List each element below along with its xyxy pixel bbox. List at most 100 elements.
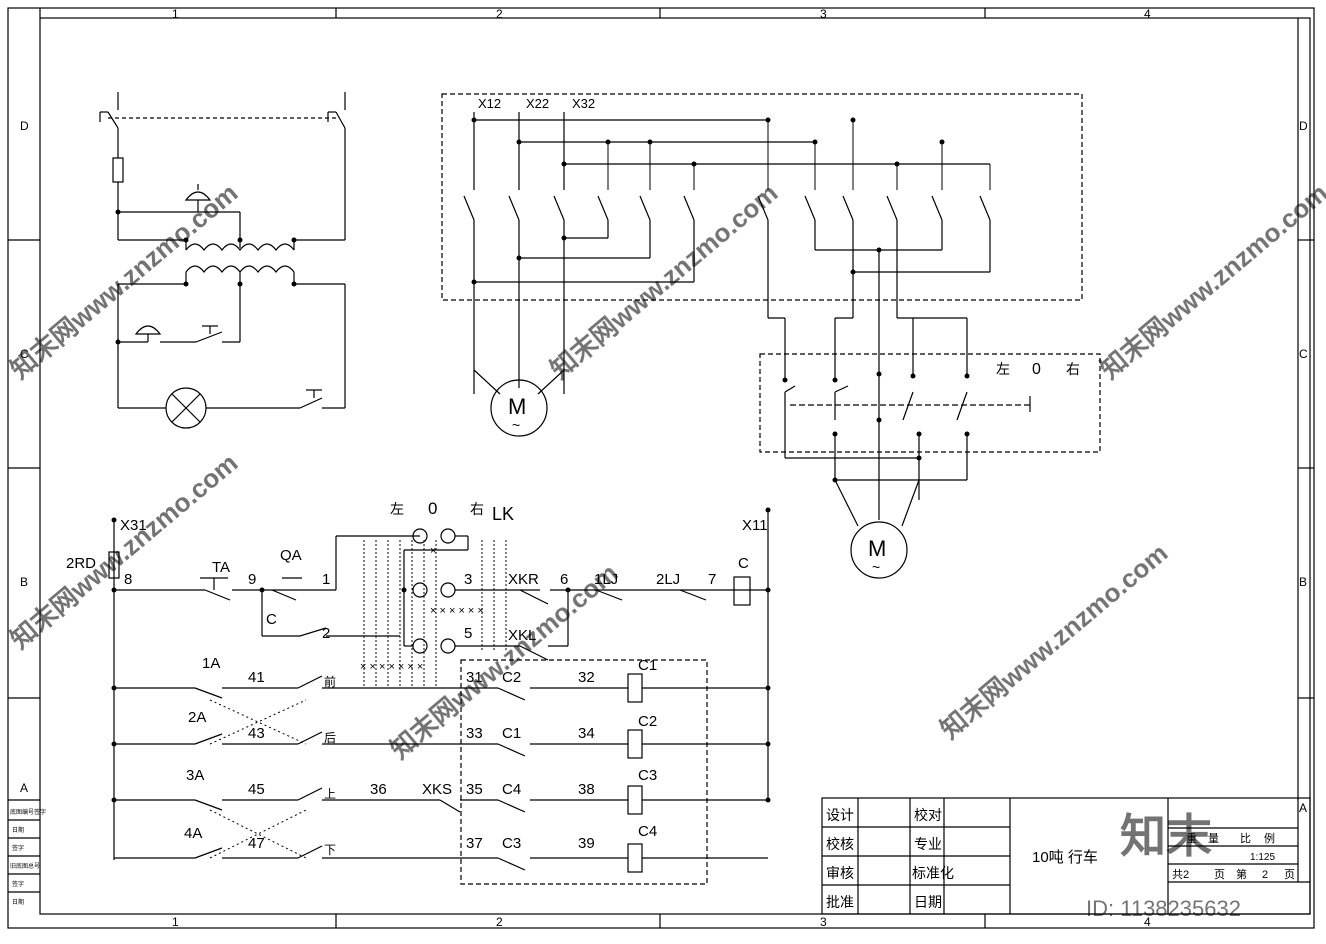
- comp-1a: 1A: [202, 655, 220, 672]
- tb-label-date: 日期: [914, 894, 942, 910]
- strip-label-5: 日期: [12, 898, 24, 906]
- tb-label-approve: 批准: [826, 894, 854, 910]
- node-47: 47: [248, 835, 265, 852]
- node-43: 43: [248, 725, 265, 742]
- node-3: 3: [464, 571, 472, 588]
- strip-label-3: 旧底图总号: [10, 862, 40, 870]
- switch-right-label: 右: [1066, 361, 1080, 377]
- contact-c2: C2: [502, 669, 521, 686]
- comp-xkl: XKL: [508, 627, 536, 644]
- node-37: 37: [466, 835, 483, 852]
- tb-label-proof: 校对: [914, 807, 942, 823]
- lighting-circuit: [99, 92, 346, 429]
- node-39: 39: [578, 835, 595, 852]
- comp-4a: 4A: [184, 825, 202, 842]
- comp-2lj: 2LJ: [656, 571, 680, 588]
- node-9: 9: [248, 571, 256, 588]
- node-5: 5: [464, 625, 472, 642]
- col-4-bottom: 4: [1144, 915, 1151, 929]
- tb-ratio-1: 比: [1240, 832, 1251, 845]
- left-strip-labels: 底图编号签字 日期 签字 旧底图总号 签字 日期: [10, 808, 46, 906]
- switch-zero-label: 0: [1032, 361, 1041, 378]
- comp-ta: TA: [212, 559, 230, 576]
- svg-text:×: ×: [430, 545, 436, 557]
- row-c-right: C: [1299, 347, 1308, 361]
- contact-c1: C1: [502, 725, 521, 742]
- watermark-id: ID: 1138235632: [1086, 896, 1241, 921]
- title-block-text: 设计 校核 审核 批准 校对 专业 标准化 日期 10吨 行车 重 量 比 例 …: [826, 807, 1295, 910]
- row-b-right: B: [1299, 575, 1307, 589]
- row-c-left: C: [20, 347, 29, 361]
- comp-qa: QA: [280, 547, 302, 564]
- title-block: [821, 797, 1311, 915]
- coil-c3: C3: [638, 767, 657, 784]
- row-a-left: A: [20, 781, 28, 795]
- comp-xkr: XKR: [508, 571, 539, 588]
- strip-label-0: 底图编号签字: [10, 808, 46, 816]
- tb-label-standard: 标准化: [912, 865, 954, 881]
- terminal-x32: X32: [572, 96, 595, 111]
- col-1-top: 1: [172, 7, 179, 21]
- tb-page-unit-2: 页: [1284, 869, 1295, 881]
- row-d-left: D: [20, 119, 29, 133]
- comp-1lj: 1LJ: [594, 571, 618, 588]
- coil-c2: C2: [638, 713, 657, 730]
- reversing-switch: [759, 317, 1101, 579]
- terminal-x22: X22: [526, 96, 549, 111]
- lk-name: LK: [492, 504, 514, 524]
- contact-c4: C4: [502, 781, 521, 798]
- fuse-2rd: 2RD: [66, 555, 96, 572]
- comp-2a: 2A: [188, 709, 206, 726]
- dir-down: 下: [324, 843, 336, 857]
- coil-c1: C1: [638, 657, 657, 674]
- tb-ratio-2: 例: [1264, 831, 1275, 845]
- strip-label-4: 签字: [12, 880, 24, 888]
- node-45: 45: [248, 781, 265, 798]
- comp-c-coil: C: [738, 555, 749, 572]
- drawing-title: 10吨 行车: [1032, 849, 1098, 866]
- watermark-text: 知末网www.znzmo.com: [935, 537, 1174, 744]
- node-32: 32: [578, 669, 595, 686]
- lk-left: 左: [390, 501, 404, 517]
- row-d-right: D: [1299, 119, 1308, 133]
- drawing-border: [7, 7, 1315, 929]
- terminal-x12: X12: [478, 96, 501, 111]
- control-labels: X31 X11 2RD 左 0 右 LK 8 9 1 2 3 5 6 7 41 …: [66, 499, 768, 857]
- tb-quantity: 量: [1208, 832, 1219, 845]
- node-7: 7: [708, 571, 716, 588]
- coil-c4: C4: [638, 823, 657, 840]
- col-2-bottom: 2: [496, 915, 503, 929]
- node-8: 8: [124, 571, 132, 588]
- node-2: 2: [322, 625, 330, 642]
- col-2-top: 2: [496, 7, 503, 21]
- col-1-bottom: 1: [172, 915, 179, 929]
- contact-c3: C3: [502, 835, 521, 852]
- row-b-left: B: [20, 575, 28, 589]
- lk-cross-marks: × × × × × × × × × × × × × ×: [360, 545, 484, 673]
- motor-1-symbol: M: [508, 394, 526, 419]
- node-33: 33: [466, 725, 483, 742]
- svg-text:× × × × × × ×: × × × × × × ×: [360, 661, 423, 673]
- col-4-top: 4: [1144, 7, 1151, 21]
- bus-x31: X31: [120, 517, 147, 534]
- comp-xks: XKS: [422, 781, 452, 798]
- switch-left-label: 左: [996, 361, 1010, 377]
- watermark-layer: 知末网www.znzmo.com 知末网www.znzmo.com 知末网www…: [5, 177, 1326, 921]
- tb-sheet-prefix: 第: [1236, 867, 1247, 881]
- tb-label-design: 设计: [826, 807, 854, 823]
- node-38: 38: [578, 781, 595, 798]
- control-circuit: [108, 510, 769, 885]
- row-a-right: A: [1299, 801, 1307, 815]
- col-3-bottom: 3: [820, 915, 827, 929]
- node-36: 36: [370, 781, 387, 798]
- tb-sheet-no: 2: [1262, 869, 1268, 881]
- bus-x11: X11: [742, 517, 768, 534]
- svg-text:× × × × × ×: × × × × × ×: [430, 605, 484, 617]
- col-3-top: 3: [820, 7, 827, 21]
- node-1: 1: [322, 571, 330, 588]
- node-41: 41: [248, 669, 265, 686]
- watermark-text: 知末网www.znzmo.com: [545, 177, 784, 384]
- motor-2-tilde: ~: [872, 559, 880, 575]
- motor-2-symbol: M: [868, 536, 886, 561]
